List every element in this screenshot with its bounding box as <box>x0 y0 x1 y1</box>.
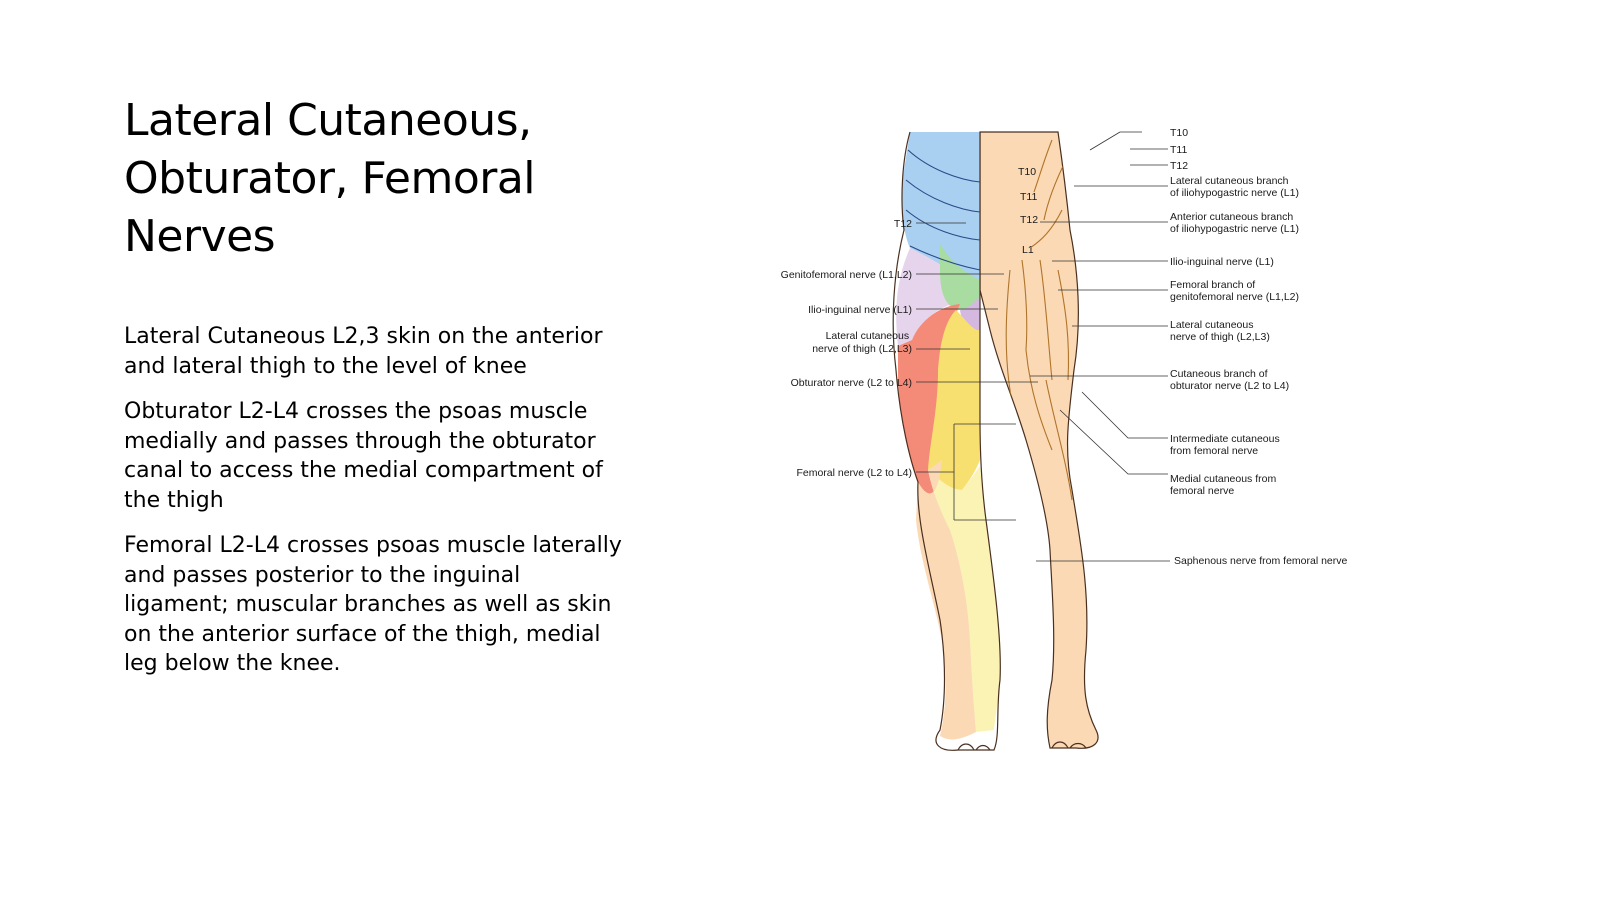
label-lateral-cutaneous-right: Lateral cutaneous nerve of thigh (L2,L3) <box>1170 319 1270 343</box>
dermatome-mark: T12 <box>1020 214 1038 226</box>
label-obturator-left: Obturator nerve (L2 to L4) <box>791 377 912 389</box>
label-right-t12: T12 <box>1170 160 1188 172</box>
label-right-t11: T11 <box>1170 144 1187 156</box>
label-line: from femoral nerve <box>1170 445 1258 457</box>
dermatome-line <box>909 245 981 271</box>
left-leg-outline <box>892 131 1001 751</box>
dermatome-line <box>905 179 981 213</box>
label-line: Lateral cutaneous branch <box>1170 175 1289 187</box>
label-line: obturator nerve (L2 to L4) <box>1170 380 1289 392</box>
label-line: Anterior cutaneous branch <box>1170 211 1293 223</box>
label-line: nerve of thigh (L2,L3) <box>1170 331 1270 343</box>
label-ilioinguinal-right: Ilio-inguinal nerve (L1) <box>1170 256 1274 268</box>
dermatome-blue-area <box>902 132 980 290</box>
left-foot-toes <box>957 743 991 751</box>
right-foot-toes <box>1051 741 1087 749</box>
label-line: Intermediate cutaneous <box>1170 433 1280 445</box>
label-ilioinguinal-left: Ilio-inguinal nerve (L1) <box>808 304 912 316</box>
label-lateral-cutaneous-left: Lateral cutaneous nerve of thigh (L2,L3) <box>812 330 912 355</box>
dermatome-line <box>905 209 981 241</box>
title-line: Obturator, Femoral <box>124 153 536 204</box>
paragraph-obturator: Obturator L2-L4 crosses the psoas muscle… <box>124 399 603 513</box>
label-femoral-left: Femoral nerve (L2 to L4) <box>796 467 912 479</box>
label-lateral-branch-iliohypogastric: Lateral cutaneous branch of iliohypogast… <box>1170 175 1299 199</box>
genitofemoral-green-area <box>940 244 980 310</box>
body-text: Lateral Cutaneous L2,3 skin on the anter… <box>124 322 624 695</box>
title-line: Nerves <box>124 211 276 262</box>
label-femoral-branch-genitofemoral: Femoral branch of genitofemoral nerve (L… <box>1170 279 1299 303</box>
leg-diagram: T10 T11 T12 L1 <box>781 127 1348 751</box>
label-anterior-branch-iliohypogastric: Anterior cutaneous branch of iliohypogas… <box>1170 211 1299 235</box>
label-saphenous: Saphenous nerve from femoral nerve <box>1174 555 1348 567</box>
label-line: Medial cutaneous from <box>1170 473 1276 485</box>
title-line: Lateral Cutaneous, <box>124 95 532 146</box>
slide-title: Lateral Cutaneous, Obturator, Femoral Ne… <box>124 92 644 266</box>
label-line: Femoral branch of <box>1170 279 1255 291</box>
label-line: nerve of thigh (L2,L3) <box>812 343 912 355</box>
ilioinguinal-purple-area <box>960 280 980 331</box>
label-line: Lateral cutaneous <box>826 330 909 342</box>
dermatome-mark: L1 <box>1022 244 1034 256</box>
label-line: T11 <box>1170 144 1187 156</box>
label-line: T12 <box>894 218 912 230</box>
label-line: of iliohypogastric nerve (L1) <box>1170 187 1299 199</box>
label-line: Genitofemoral nerve (L1,L2) <box>781 269 912 281</box>
label-cutaneous-branch-obturator: Cutaneous branch of obturator nerve (L2 … <box>1170 368 1289 392</box>
label-line: Ilio-inguinal nerve (L1) <box>808 304 912 316</box>
label-intermediate-cutaneous: Intermediate cutaneous from femoral nerv… <box>1170 433 1283 457</box>
label-line: Cutaneous branch of <box>1170 368 1268 380</box>
label-line: Femoral nerve (L2 to L4) <box>796 467 912 479</box>
skin-right-leg <box>979 131 1099 749</box>
label-line: of iliohypogastric nerve (L1) <box>1170 223 1299 235</box>
label-line: femoral nerve <box>1170 485 1234 497</box>
label-line: Lateral cutaneous <box>1170 319 1253 331</box>
dermatome-line <box>907 149 981 183</box>
label-left-t12: T12 <box>894 218 912 230</box>
label-right-t10: T10 <box>1170 127 1188 139</box>
saphenous-pale-yellow-area <box>928 466 1001 732</box>
paragraph-femoral: Femoral L2-L4 crosses psoas muscle later… <box>124 533 622 676</box>
label-genitofemoral: Genitofemoral nerve (L1,L2) <box>781 269 912 281</box>
dermatome-mark: T10 <box>1018 166 1036 178</box>
dermatome-mark: T11 <box>1020 191 1037 203</box>
skin-left-leg-lower <box>916 460 976 740</box>
label-line: T12 <box>1170 160 1188 172</box>
label-medial-cutaneous: Medial cutaneous from femoral nerve <box>1170 473 1279 497</box>
nerve-distribution-figure: T10 T11 T12 L1 <box>781 120 1410 780</box>
label-line: T10 <box>1170 127 1188 139</box>
label-line: genitofemoral nerve (L1,L2) <box>1170 291 1299 303</box>
label-line: Obturator nerve (L2 to L4) <box>791 377 912 389</box>
label-line: Ilio-inguinal nerve (L1) <box>1170 256 1274 268</box>
label-line: Saphenous nerve from femoral nerve <box>1174 555 1348 567</box>
paragraph-lateral-cutaneous: Lateral Cutaneous L2,3 skin on the anter… <box>124 324 603 379</box>
obturator-yellow-area <box>928 310 980 490</box>
